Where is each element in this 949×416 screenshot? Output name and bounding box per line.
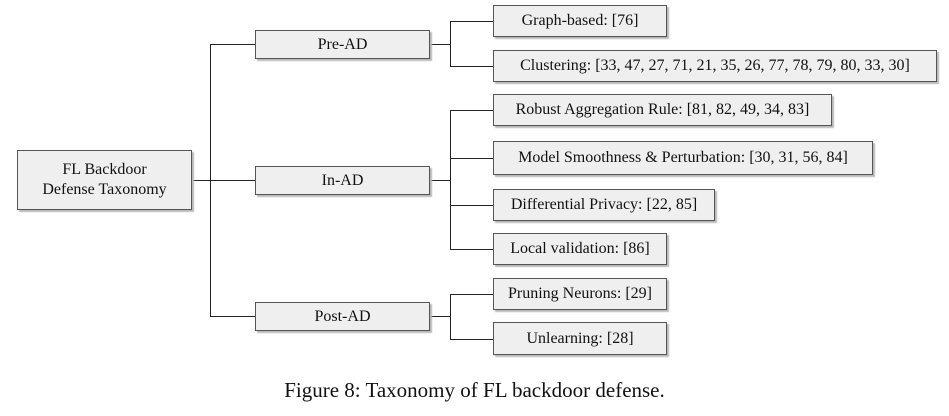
- connector: [450, 158, 493, 159]
- leaf-pruning-neurons: Pruning Neurons: [29]: [493, 278, 667, 310]
- leaf-differential-privacy: Differential Privacy: [22, 85]: [493, 189, 715, 221]
- connector: [430, 180, 450, 181]
- category-pre-ad: Pre-AD: [255, 30, 430, 59]
- connector: [450, 294, 493, 295]
- leaf-model-smoothness: Model Smoothness & Perturbation: [30, 31…: [493, 141, 873, 175]
- connector: [430, 44, 450, 45]
- connector: [450, 110, 451, 249]
- category-post-ad: Post-AD: [255, 302, 430, 331]
- leaf-local-validation: Local validation: [86]: [493, 233, 667, 265]
- leaf-graph-based: Graph-based: [76]: [493, 5, 667, 37]
- root-line-2: Defense Taxonomy: [42, 181, 167, 198]
- connector: [450, 339, 493, 340]
- connector: [430, 316, 450, 317]
- connector: [450, 21, 493, 22]
- category-in-ad: In-AD: [255, 166, 430, 195]
- leaf-unlearning: Unlearning: [28]: [493, 322, 667, 355]
- connector: [450, 294, 451, 339]
- connector: [450, 21, 451, 66]
- root-node: FL Backdoor Defense Taxonomy: [17, 150, 192, 210]
- connector: [450, 205, 493, 206]
- connector: [210, 316, 255, 317]
- connector: [192, 180, 210, 181]
- connector: [450, 110, 493, 111]
- connector: [210, 180, 255, 181]
- connector: [210, 44, 255, 45]
- leaf-robust-aggregation: Robust Aggregation Rule: [81, 82, 49, 34…: [493, 94, 832, 126]
- connector: [450, 249, 493, 250]
- connector: [450, 66, 493, 67]
- figure-caption: Figure 8: Taxonomy of FL backdoor defens…: [284, 378, 665, 402]
- leaf-clustering: Clustering: [33, 47, 27, 71, 21, 35, 26,…: [493, 50, 937, 82]
- root-line-1: FL Backdoor: [62, 161, 147, 178]
